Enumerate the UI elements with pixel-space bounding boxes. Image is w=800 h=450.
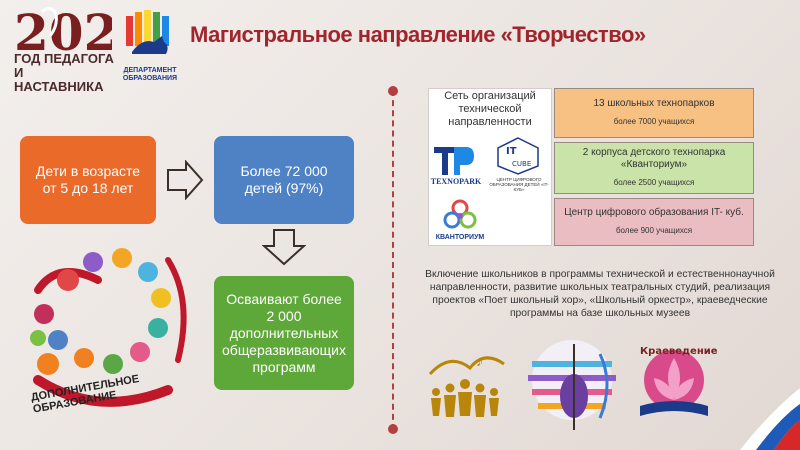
it-cube-logo: IT CUBE: [494, 136, 542, 176]
local-history-label: Краеведение: [640, 346, 718, 357]
info-box-title: 13 школьных технопарков: [593, 98, 715, 109]
school-orchestra-image: [512, 334, 632, 432]
divider-dot-bottom: [388, 424, 398, 434]
info-box-title: 2 корпуса детского технопарка «Кванториу…: [582, 147, 726, 170]
kvantorium-logo: [440, 198, 480, 234]
info-box-subtitle: более 2500 учащихся: [613, 178, 695, 187]
info-box-subtitle: более 900 учащихся: [615, 226, 693, 235]
tech-network-panel: [428, 88, 552, 246]
year-logo-caption: ГОД ПЕДАГОГА И НАСТАВНИКА: [14, 51, 114, 94]
department-logo-caption: ДЕПАРТАМЕНТ ОБРАЗОВАНИЯ: [122, 67, 178, 82]
svg-text:IT: IT: [506, 146, 517, 157]
divider-dot-top: [388, 86, 398, 96]
info-box-subtitle: более 7000 учащихся: [613, 117, 695, 126]
year-logo: 2023: [14, 2, 153, 62]
description-text: Включение школьников в программы техниче…: [425, 269, 775, 319]
additional-education-emblem: [18, 240, 208, 430]
programs-box: Осваивают более 2 000 дополнительных общ…: [214, 276, 354, 390]
info-box-kvantorium: 2 корпуса детского технопарка «Кванториу…: [554, 142, 754, 194]
school-choir-image: ♪: [420, 344, 510, 424]
info-box-technoparks: 13 школьных технопарков более 7000 учащи…: [554, 88, 754, 138]
age-box: Дети в возрасте от 5 до 18 лет: [20, 136, 156, 224]
page-title: Магистральное направление «Творчество»: [190, 22, 646, 47]
tech-network-title: Сеть организаций технической направленно…: [444, 90, 536, 128]
local-history-image: Краеведение: [628, 340, 720, 432]
it-cube-caption: ЦЕНТР ЦИФРОВОГО ОБРАЗОВАНИЯ ДЕТЕЙ «IT-КУ…: [489, 177, 549, 192]
info-box-title: Центр цифрового образования IT- куб.: [564, 207, 744, 218]
technopark-logo-text: TEXNOPARK: [430, 177, 482, 186]
info-box-it-cube: Центр цифрового образования IT- куб. бол…: [554, 198, 754, 246]
arrow-down-icon: [262, 229, 306, 266]
arrow-right-icon: [167, 160, 204, 200]
svg-text:CUBE: CUBE: [512, 160, 531, 168]
technopark-logo: [432, 145, 476, 177]
svg-text:♪: ♪: [476, 353, 483, 369]
year-logo-text: 2023: [14, 3, 112, 58]
children-count-box: Более 72 000 детей (97%): [214, 136, 354, 224]
divider: [392, 90, 394, 430]
kvantorium-logo-text: КВАНТОРИУМ: [435, 234, 485, 241]
russian-flag-decoration: [710, 360, 800, 450]
department-logo: [118, 8, 180, 70]
